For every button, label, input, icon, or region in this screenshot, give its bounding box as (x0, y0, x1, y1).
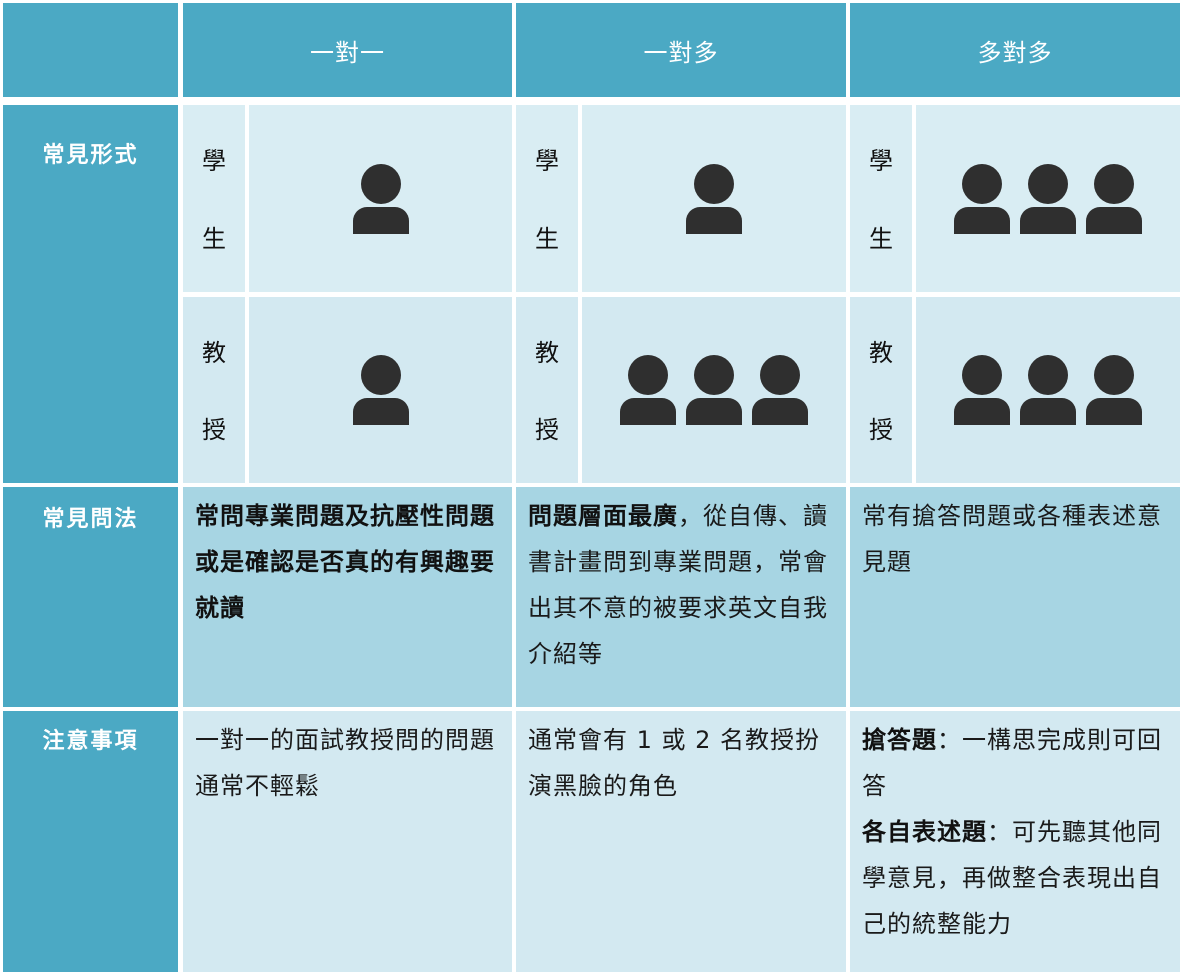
person-icon (954, 163, 1010, 234)
students-one-to-one (249, 105, 512, 292)
person-icon (686, 355, 742, 425)
student-label: 學 生 (183, 105, 245, 292)
row-label-format: 常見形式 (3, 105, 178, 483)
questions-one-to-one: 常問專業問題及抗壓性問題或是確認是否真的有興趣要就讀 (183, 487, 512, 707)
note-item-individual-statement: 各自表述題：可先聽其他同學意見，再做整合表現出自己的統整能力 (862, 818, 1162, 938)
person-icon (752, 355, 808, 425)
person-icon (352, 355, 409, 425)
student-label: 學 生 (850, 105, 912, 292)
student-label: 學 生 (516, 105, 578, 292)
person-icon (954, 355, 1010, 425)
professor-label: 教 授 (850, 297, 912, 483)
professors-one-to-many (582, 297, 846, 483)
questions-one-to-many: 問題層面最廣，從自傳、讀書計畫問到專業問題，常會出其不意的被要求英文自我介紹等 (516, 487, 846, 707)
row-label-notes: 注意事項 (3, 711, 178, 972)
header-corner (3, 3, 178, 97)
person-icon (1020, 355, 1076, 425)
notes-one-to-one: 一對一的面試教授問的問題通常不輕鬆 (183, 711, 512, 972)
note-item-rush-answer: 搶答題：一構思完成則可回答 (862, 726, 1162, 800)
person-icon (1086, 163, 1142, 234)
professor-label: 教 授 (183, 297, 245, 483)
professors-one-to-one (249, 297, 512, 483)
professor-label: 教 授 (516, 297, 578, 483)
person-icon (1020, 163, 1076, 234)
students-one-to-many (582, 105, 846, 292)
professors-many-to-many (916, 297, 1180, 483)
person-icon (352, 163, 409, 234)
header-one-to-many: 一對多 (516, 3, 846, 97)
notes-many-to-many: 搶答題：一構思完成則可回答 各自表述題：可先聽其他同學意見，再做整合表現出自己的… (850, 711, 1180, 972)
person-icon (686, 163, 742, 234)
header-one-to-one: 一對一 (183, 3, 512, 97)
questions-many-to-many: 常有搶答問題或各種表述意見題 (850, 487, 1180, 707)
students-many-to-many (916, 105, 1180, 292)
person-icon (620, 355, 676, 425)
person-icon (1086, 355, 1142, 425)
row-label-questions: 常見問法 (3, 487, 178, 707)
header-many-to-many: 多對多 (850, 3, 1180, 97)
notes-one-to-many: 通常會有 1 或 2 名教授扮演黑臉的角色 (516, 711, 846, 972)
